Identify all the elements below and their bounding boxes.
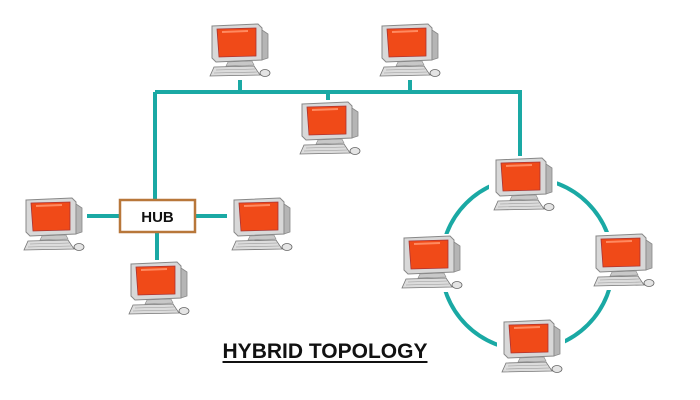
computer-icon [589, 232, 657, 290]
diagram-title: HYBRID TOPOLOGY [222, 340, 428, 363]
computer-icon [295, 100, 363, 158]
computer-icon [205, 22, 273, 80]
computer-icon [375, 22, 443, 80]
computer-icon [19, 196, 87, 254]
computer-icon [497, 318, 565, 376]
computer-icon [124, 260, 192, 318]
computer-icon [397, 234, 465, 292]
computer-icon [227, 196, 295, 254]
computer-icon [489, 156, 557, 214]
hub-label: HUB [141, 209, 174, 226]
hub: HUB [118, 198, 197, 234]
